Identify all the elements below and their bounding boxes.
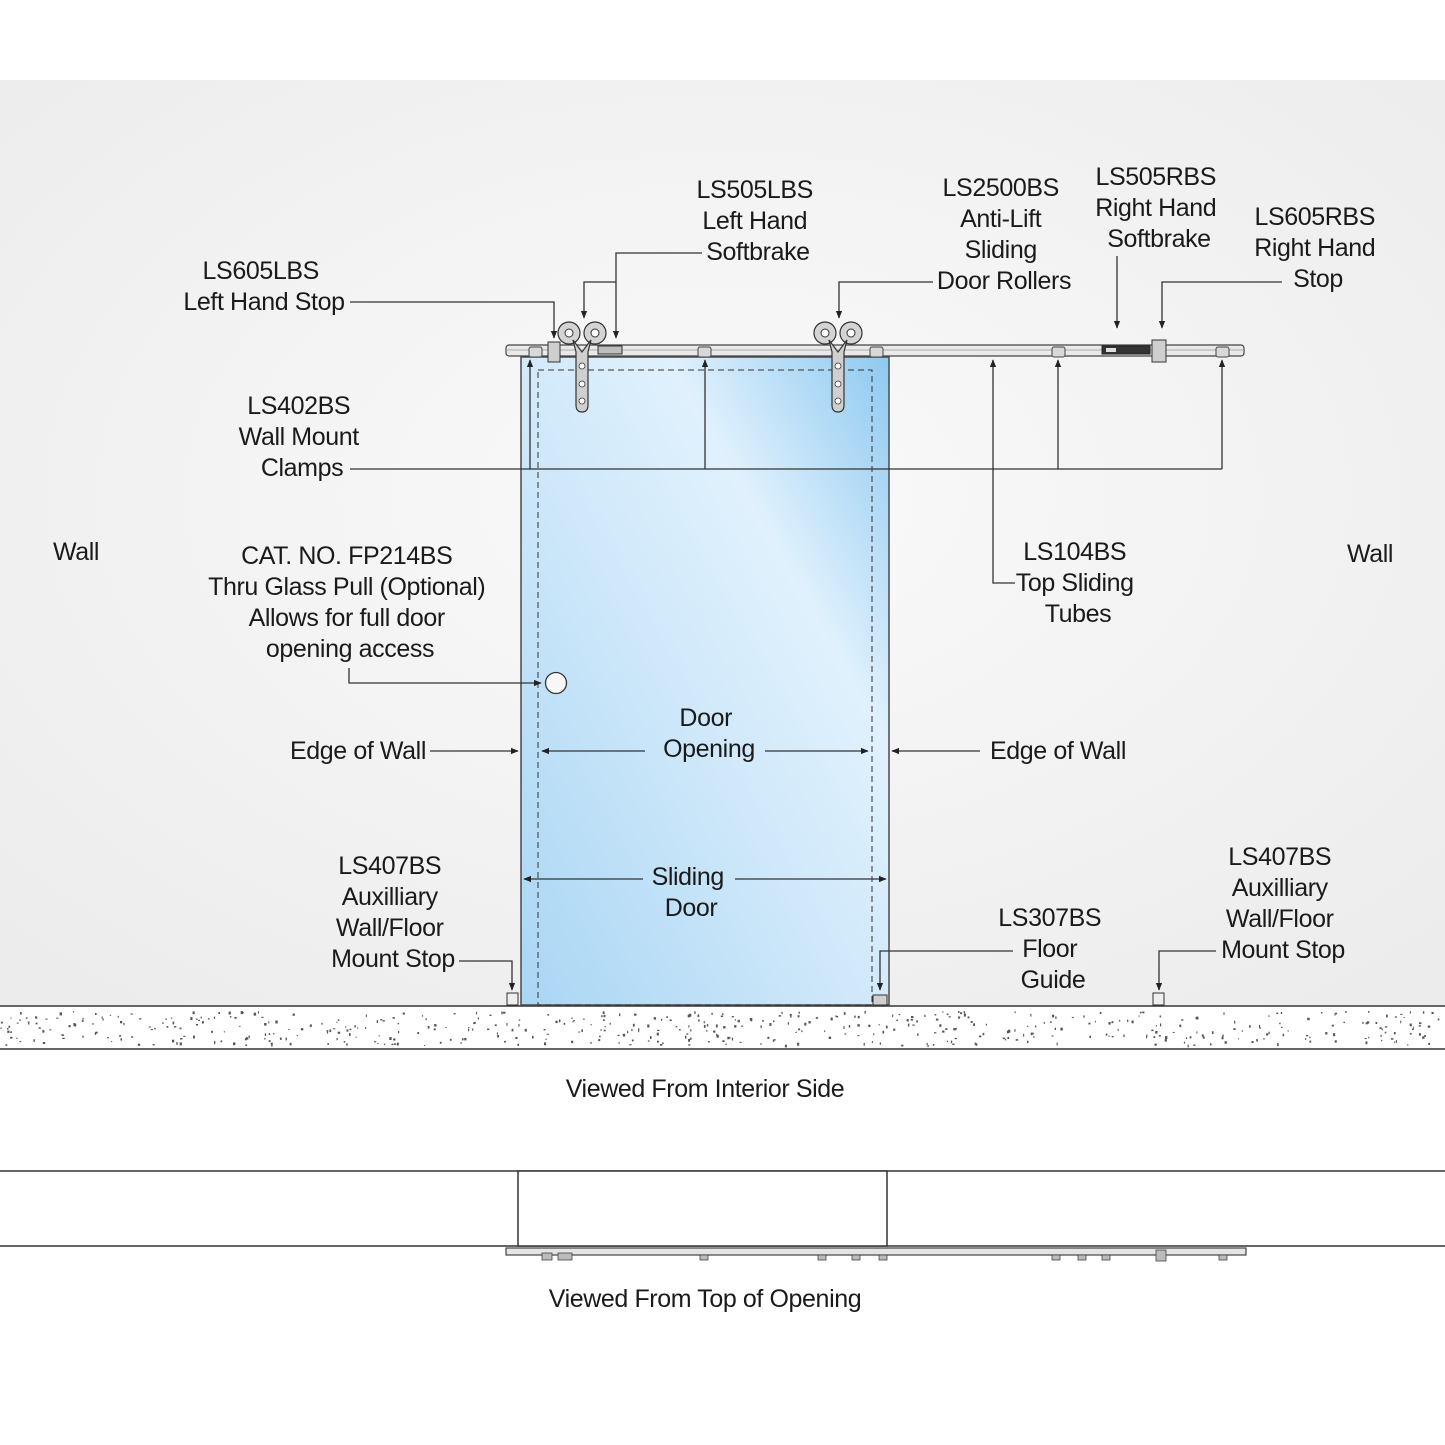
- right-softbrake: [1101, 345, 1151, 355]
- label-ls2500bs: LS2500BS Anti-Lift Sliding Door Rollers: [937, 174, 1071, 295]
- left-softbrake: [597, 345, 623, 355]
- label-ls307bs: LS307BS Floor Guide: [998, 904, 1107, 994]
- leader-lines: [348, 252, 1282, 991]
- label-door-opening: Door Opening: [663, 704, 755, 763]
- caption-interior-view: Viewed From Interior Side: [566, 1075, 845, 1103]
- label-ls407bs-left: LS407BS Auxilliary Wall/Floor Mount Stop: [331, 852, 455, 973]
- floor: [0, 1005, 1445, 1050]
- glass-pull-knob: [544, 671, 568, 695]
- right-hand-stop: [1151, 339, 1167, 363]
- caption-top-view: Viewed From Top of Opening: [549, 1285, 861, 1313]
- top-view-track: [505, 1247, 1247, 1256]
- door-roller-right: [813, 321, 863, 413]
- label-sliding-door: Sliding Door: [652, 863, 731, 922]
- floor-guide: [872, 994, 888, 1006]
- label-ls505lbs: LS505LBS Left Hand Softbrake: [697, 176, 820, 266]
- label-wall-right: Wall: [1347, 540, 1393, 568]
- label-wall-left: Wall: [53, 538, 99, 566]
- label-ls605rbs: LS605RBS Right Hand Stop: [1254, 203, 1382, 293]
- label-fp214bs: CAT. NO. FP214BS Thru Glass Pull (Option…: [208, 542, 492, 663]
- floor-stop-right: [1152, 992, 1165, 1006]
- label-edge-of-wall-right: Edge of Wall: [990, 737, 1126, 765]
- label-ls407bs-right: LS407BS Auxilliary Wall/Floor Mount Stop: [1221, 843, 1345, 964]
- left-hand-stop: [547, 341, 561, 363]
- door-roller-left: [557, 321, 607, 413]
- label-edge-of-wall-left: Edge of Wall: [290, 737, 426, 765]
- floor-stop-left: [506, 992, 519, 1006]
- label-ls104bs: LS104BS Top Sliding Tubes: [1016, 538, 1140, 628]
- wall-mount-clamps: [528, 346, 1230, 358]
- top-view: [0, 1170, 1445, 1262]
- label-ls402bs: LS402BS Wall Mount Clamps: [239, 392, 366, 482]
- label-ls605lbs: LS605LBS Left Hand Stop: [183, 257, 344, 316]
- label-ls505rbs: LS505RBS Right Hand Softbrake: [1095, 163, 1223, 253]
